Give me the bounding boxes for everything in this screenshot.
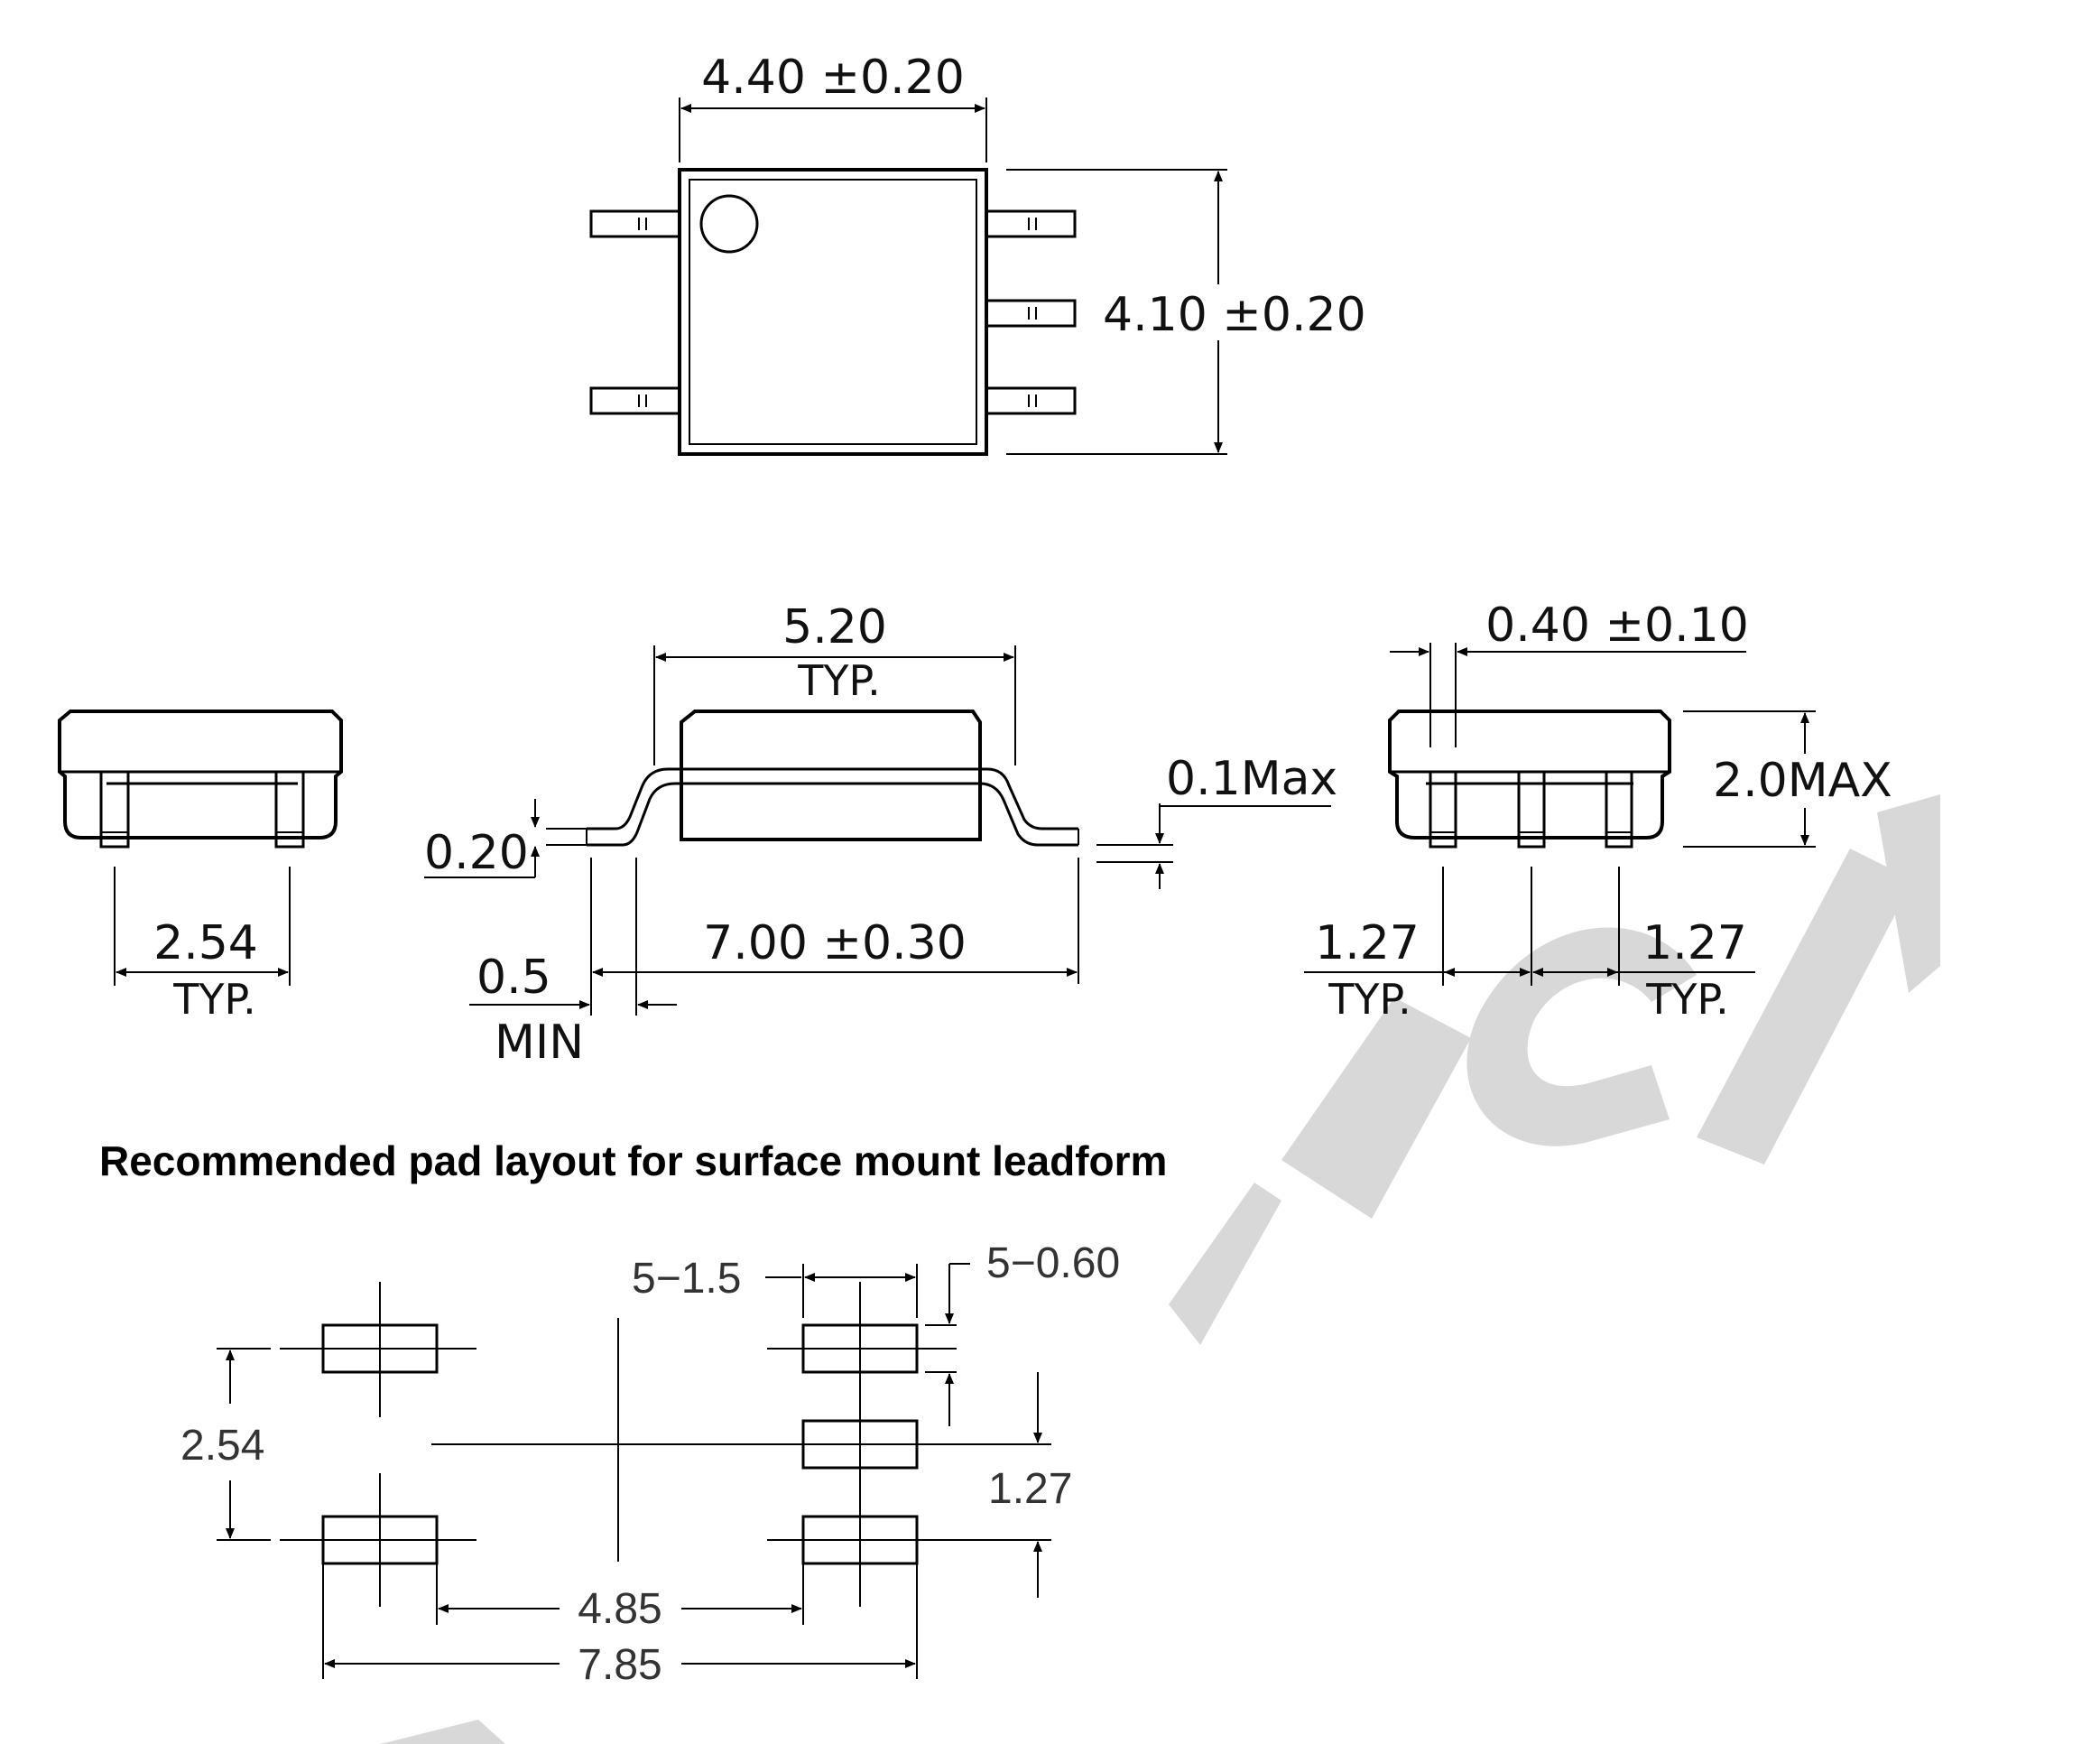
side-body-dim: 5.20 <box>782 600 887 654</box>
front-view: 0.40 ±0.10 2.0MAX 1.27 TYP. 1.27 TYP. <box>1304 598 1892 1024</box>
top-view-body-outer <box>678 168 988 456</box>
pad-layout-heading: Recommended pad layout for surface mount… <box>99 1137 1167 1184</box>
top-view: 4.40 ±0.20 4.10 ±0.20 <box>589 51 1366 456</box>
top-lead-right-1 <box>985 209 1077 238</box>
front-lead-2 <box>1517 770 1546 849</box>
end-lead-right <box>274 770 305 849</box>
top-lead-left-1 <box>589 209 681 238</box>
front-pitch-right-dim: 1.27 <box>1642 916 1747 970</box>
top-lead-left-2 <box>589 386 681 415</box>
pin1-indicator-dot <box>699 194 759 254</box>
front-pitch-right-note: TYP. <box>1645 975 1728 1024</box>
side-body-note: TYP. <box>797 656 880 705</box>
side-min-note: MIN <box>495 1016 584 1070</box>
watermark-logo <box>379 794 1940 1744</box>
side-span-dim: 7.00 ±0.30 <box>703 916 967 970</box>
side-lead-thickness-dim: 0.20 <box>424 826 529 880</box>
side-lead-top <box>587 767 1078 830</box>
end-view: 2.54 TYP. <box>58 710 343 1024</box>
side-view: 5.20 TYP. 0.1Max 0.20 7.00 ±0.30 0.5 MIN <box>424 600 1337 1070</box>
top-height-dim: 4.10 ±0.20 <box>1103 288 1366 342</box>
pad-row-pitch-dim: 2.54 <box>180 1422 264 1470</box>
side-lead-bottom <box>587 782 1078 847</box>
front-lead-1 <box>1429 770 1457 849</box>
pad-outer-span-dim: 7.85 <box>578 1641 661 1689</box>
side-standoff-dim: 0.1Max <box>1166 752 1337 806</box>
front-pitch-left-note: TYP. <box>1328 975 1411 1024</box>
top-view-body-inner <box>689 179 977 445</box>
top-lead-right-3 <box>985 386 1077 415</box>
end-pitch-dim: 2.54 <box>153 916 258 970</box>
side-min-dim: 0.5 <box>476 951 551 1005</box>
front-body <box>1388 710 1671 840</box>
end-lead-left <box>99 770 130 849</box>
front-pitch-left-dim: 1.27 <box>1315 916 1420 970</box>
pad-layout: 5−1.5 5−0.60 2.54 1.27 4.85 7.85 <box>180 1239 1120 1689</box>
top-width-dim: 4.40 ±0.20 <box>701 51 965 105</box>
front-lead-width-dim: 0.40 ±0.10 <box>1485 598 1749 653</box>
pad-width-dim: 5−0.60 <box>986 1239 1120 1287</box>
pad-pitch-dim: 1.27 <box>988 1465 1072 1513</box>
end-pitch-note: TYP. <box>172 975 255 1024</box>
front-height-dim: 2.0MAX <box>1713 754 1892 808</box>
front-lead-3 <box>1605 770 1633 849</box>
side-body <box>680 710 982 841</box>
top-lead-right-2 <box>985 299 1077 328</box>
pad-inner-span-dim: 4.85 <box>578 1585 661 1633</box>
pad-length-dim: 5−1.5 <box>632 1255 741 1303</box>
